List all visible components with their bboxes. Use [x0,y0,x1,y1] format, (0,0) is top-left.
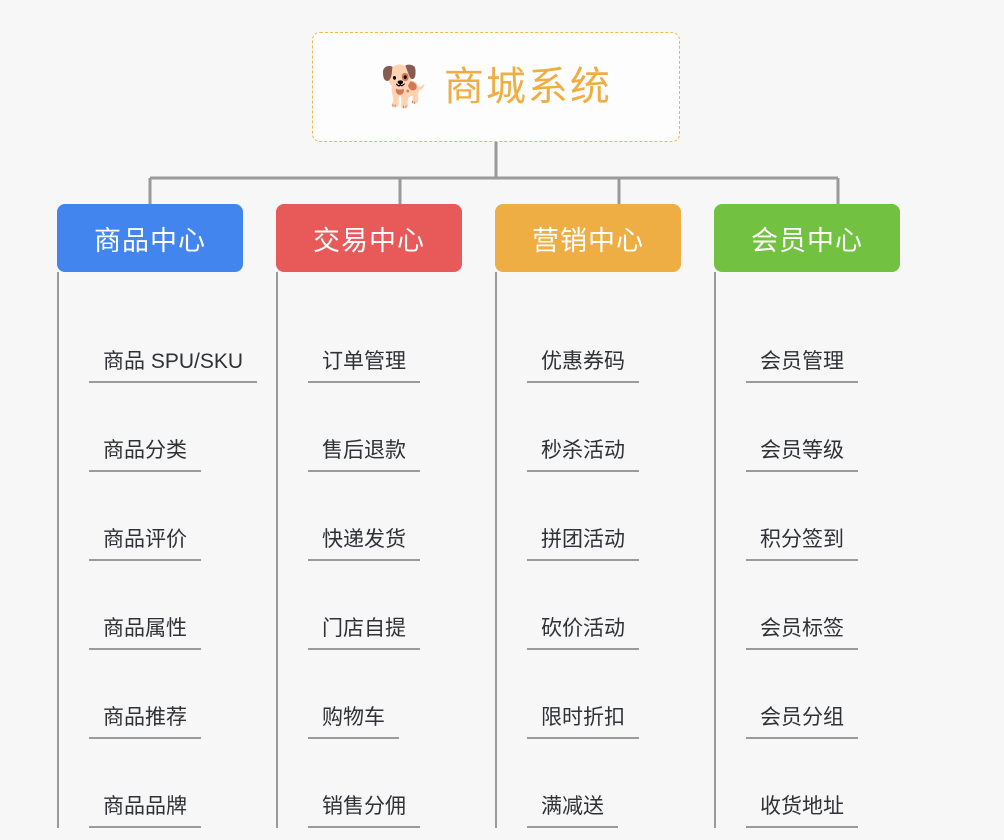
leaf-list-3: 会员管理 会员等级 积分签到 会员标签 会员分组 收货地址 [714,272,900,828]
category-header-2[interactable]: 营销中心 [495,204,681,272]
category-header-3[interactable]: 会员中心 [714,204,900,272]
leaf-label: 商品属性 [89,616,201,650]
leaf-label: 快递发货 [308,527,420,561]
list-item[interactable]: 商品评价 [59,472,243,561]
leaf-label: 商品推荐 [89,705,201,739]
list-item[interactable]: 商品品牌 [59,739,243,828]
leaf-label: 秒杀活动 [527,438,639,472]
list-item[interactable]: 商品 SPU/SKU [59,294,258,383]
list-item[interactable]: 订单管理 [278,294,462,383]
list-item[interactable]: 门店自提 [278,561,462,650]
leaf-label: 会员等级 [746,438,858,472]
leaf-label: 售后退款 [308,438,420,472]
list-item[interactable]: 快递发货 [278,472,462,561]
category-columns: 商品中心 商品 SPU/SKU 商品分类 商品评价 商品属性 商品推荐 [0,204,1004,828]
list-item[interactable]: 限时折扣 [497,650,681,739]
list-item[interactable]: 优惠券码 [497,294,681,383]
shiba-dog-face-icon: 🐕 [380,65,430,109]
leaf-label: 满减送 [527,794,618,828]
leaf-label: 商品 SPU/SKU [89,349,258,383]
leaf-label: 门店自提 [308,616,420,650]
leaf-label: 收货地址 [746,794,858,828]
leaf-label: 购物车 [308,705,399,739]
leaf-label: 砍价活动 [527,616,639,650]
category-column-3: 会员中心 会员管理 会员等级 积分签到 会员标签 会员分组 收货地址 [714,204,933,828]
leaf-label: 商品评价 [89,527,201,561]
list-item[interactable]: 砍价活动 [497,561,681,650]
leaf-label: 商品分类 [89,438,201,472]
list-item[interactable]: 商品推荐 [59,650,243,739]
root-title: 商城系统 [443,65,612,109]
category-column-2: 营销中心 优惠券码 秒杀活动 拼团活动 砍价活动 限时折扣 满减送 [495,204,714,828]
list-item[interactable]: 会员分组 [716,650,900,739]
leaf-label: 优惠券码 [527,349,639,383]
list-item[interactable]: 商品分类 [59,383,243,472]
list-item[interactable]: 购物车 [278,650,462,739]
list-item[interactable]: 售后退款 [278,383,462,472]
leaf-list-2: 优惠券码 秒杀活动 拼团活动 砍价活动 限时折扣 满减送 [495,272,681,828]
list-item[interactable]: 商品属性 [59,561,243,650]
list-item[interactable]: 满减送 [497,739,681,828]
category-header-0[interactable]: 商品中心 [57,204,243,272]
leaf-list-0: 商品 SPU/SKU 商品分类 商品评价 商品属性 商品推荐 商品品牌 [57,272,258,828]
list-item[interactable]: 拼团活动 [497,472,681,561]
leaf-label: 拼团活动 [527,527,639,561]
leaf-label: 会员管理 [746,349,858,383]
leaf-label: 销售分佣 [308,794,420,828]
root-node[interactable]: 🐕 商城系统 [312,32,680,142]
leaf-label: 商品品牌 [89,794,201,828]
list-item[interactable]: 会员等级 [716,383,900,472]
leaf-label: 会员分组 [746,705,858,739]
leaf-label: 积分签到 [746,527,858,561]
list-item[interactable]: 积分签到 [716,472,900,561]
list-item[interactable]: 秒杀活动 [497,383,681,472]
leaf-list-1: 订单管理 售后退款 快递发货 门店自提 购物车 销售分佣 [276,272,462,828]
leaf-label: 限时折扣 [527,705,639,739]
leaf-label: 订单管理 [308,349,420,383]
category-header-1[interactable]: 交易中心 [276,204,462,272]
leaf-label: 会员标签 [746,616,858,650]
list-item[interactable]: 收货地址 [716,739,900,828]
list-item[interactable]: 销售分佣 [278,739,462,828]
list-item[interactable]: 会员管理 [716,294,900,383]
category-column-1: 交易中心 订单管理 售后退款 快递发货 门店自提 购物车 销售分佣 [276,204,495,828]
category-column-0: 商品中心 商品 SPU/SKU 商品分类 商品评价 商品属性 商品推荐 [57,204,276,828]
list-item[interactable]: 会员标签 [716,561,900,650]
